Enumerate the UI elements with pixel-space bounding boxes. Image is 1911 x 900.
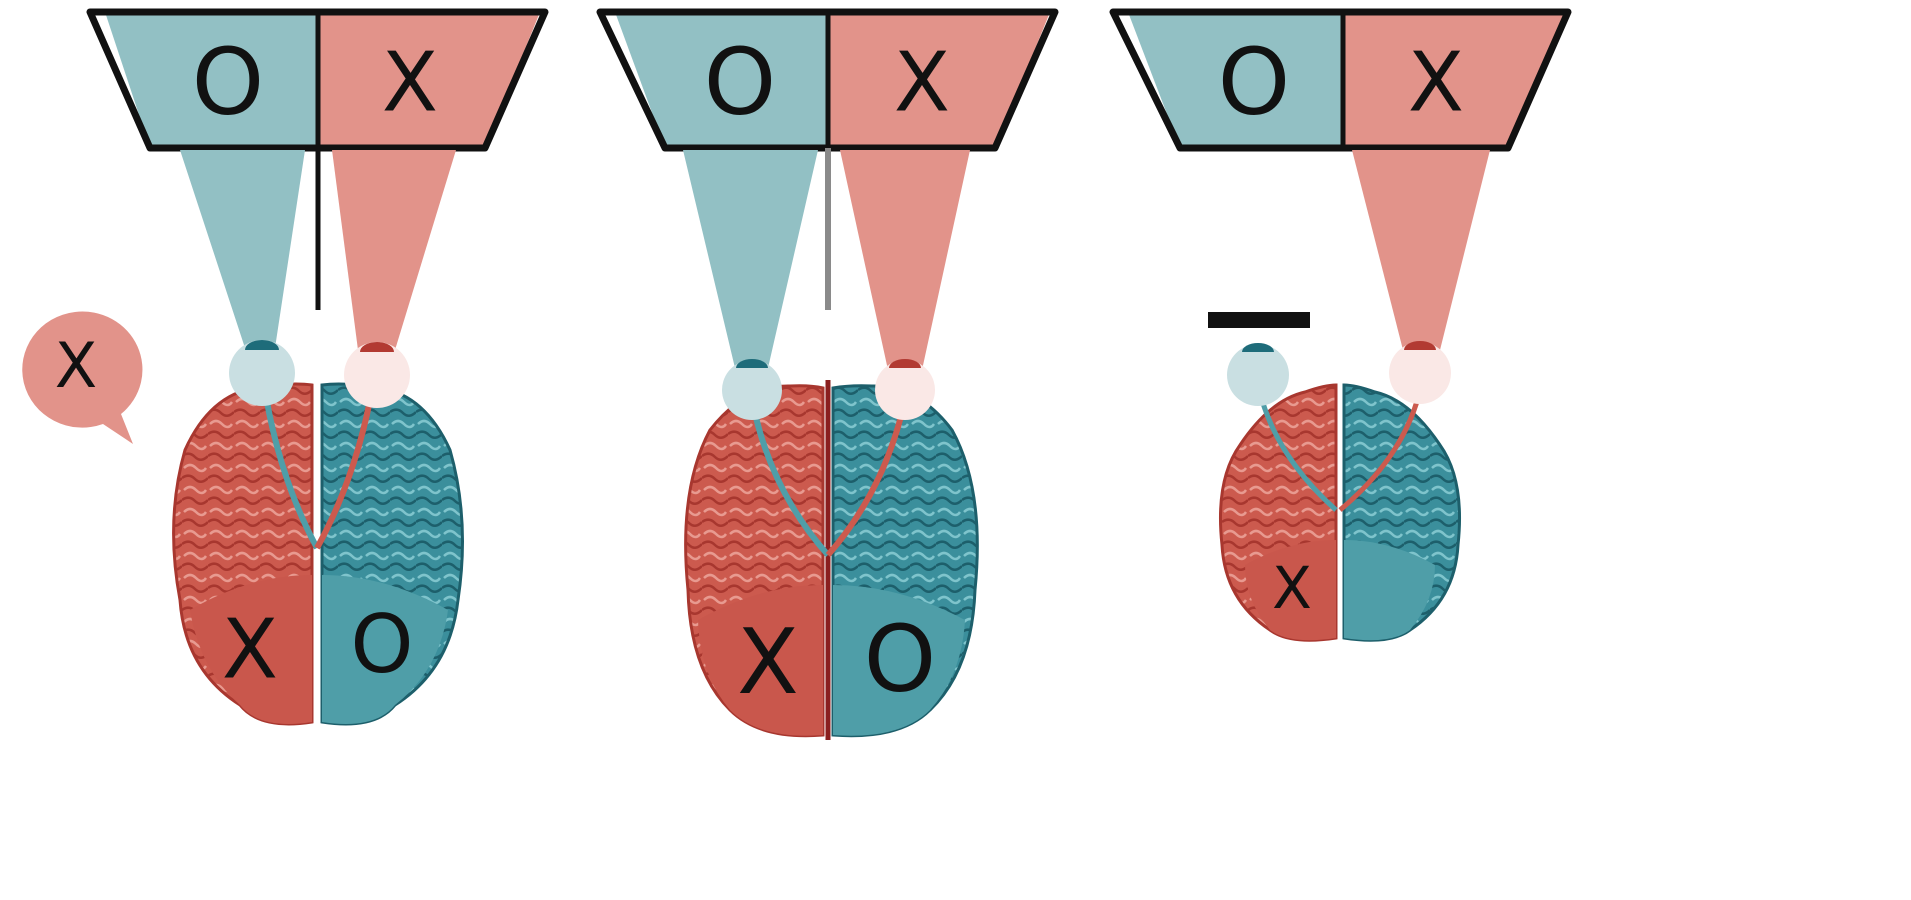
right-eye bbox=[1389, 342, 1451, 404]
left-eye bbox=[722, 360, 782, 420]
speech-bubble-symbol: X bbox=[55, 329, 97, 402]
screen-right-symbol: X bbox=[1408, 35, 1464, 130]
right-lobe-symbol: O bbox=[351, 598, 414, 691]
panel-left: O X X X O bbox=[22, 12, 545, 728]
panel-middle: O X X O bbox=[600, 12, 1055, 740]
left-lobe-symbol: X bbox=[1272, 554, 1312, 622]
screen-left-symbol: O bbox=[704, 28, 776, 135]
screen-right-symbol: X bbox=[894, 35, 950, 130]
left-eye-view-cone bbox=[683, 150, 818, 368]
left-lobe-symbol: X bbox=[737, 610, 799, 715]
screen-left-symbol: O bbox=[1218, 28, 1290, 135]
screen-left-symbol: O bbox=[192, 28, 264, 135]
left-eye bbox=[1227, 344, 1289, 406]
brain-left: X O bbox=[174, 340, 463, 728]
brain-right: X bbox=[1220, 341, 1459, 642]
left-eye-pupil bbox=[1242, 343, 1274, 352]
screen-middle-panel: O X bbox=[600, 12, 1055, 148]
left-eye-blocker-bar bbox=[1208, 312, 1310, 328]
right-eye-view-cone bbox=[840, 150, 970, 370]
brain-middle: X O bbox=[686, 359, 978, 740]
speech-bubble: X bbox=[22, 312, 142, 444]
right-lobe-symbol: O bbox=[864, 605, 936, 712]
panel-right: O X X bbox=[1113, 12, 1568, 642]
screen-right-panel: O X bbox=[1113, 12, 1568, 148]
screen-right-symbol: X bbox=[382, 35, 438, 130]
left-eye-view-cone bbox=[180, 150, 305, 348]
left-lobe-symbol: X bbox=[222, 602, 278, 697]
screen-left-panel: O X bbox=[90, 12, 545, 148]
right-eye bbox=[875, 360, 935, 420]
right-eye-view-cone bbox=[332, 150, 456, 350]
right-eye-view-cone bbox=[1352, 150, 1490, 350]
